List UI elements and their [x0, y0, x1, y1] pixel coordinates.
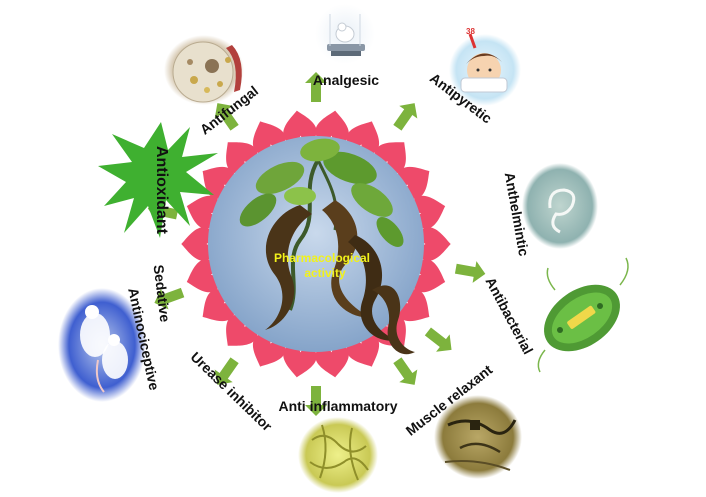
petal — [283, 110, 317, 144]
activity-arrows — [147, 72, 486, 416]
label-sedative: Sedative — [151, 264, 174, 323]
activity-arrow — [393, 103, 418, 131]
petal — [226, 314, 258, 346]
petal — [374, 142, 406, 174]
petal — [226, 142, 258, 174]
petal — [202, 166, 235, 199]
petal — [397, 166, 430, 199]
activity-arrow — [424, 327, 452, 352]
petal — [397, 289, 430, 322]
activity-arrow — [214, 103, 239, 131]
antipyretic-image: 38 — [449, 27, 521, 106]
label-anti-inflammatory: Anti inflammatory — [278, 398, 397, 414]
analgesic-image — [315, 4, 375, 64]
thermometer-reading: 38 — [466, 27, 475, 36]
activity-arrow — [305, 72, 327, 102]
plant-illustration — [239, 138, 415, 355]
center-label-line1: Pharmacological — [274, 251, 370, 265]
muscle-relaxant-image — [434, 395, 522, 479]
petal — [181, 227, 213, 261]
anthelmintic-image — [522, 163, 598, 249]
petal — [283, 344, 317, 378]
label-analgesic: Analgesic — [313, 72, 379, 88]
petal — [315, 344, 349, 378]
activity-arrow — [154, 287, 185, 310]
petal — [202, 289, 235, 322]
activity-arrow — [454, 261, 486, 283]
center-label-line2: activity — [304, 266, 346, 280]
label-antibacterial: Antibacterial — [482, 274, 536, 356]
label-antioxidant: Antioxidant — [153, 146, 170, 235]
petal — [419, 227, 451, 261]
activity-arrow — [393, 357, 418, 385]
activity-arrow — [305, 386, 327, 416]
sedative-antinociceptive-image — [58, 288, 146, 402]
antibacterial-image — [537, 257, 629, 373]
antifungal-image — [164, 35, 244, 105]
petal — [315, 110, 349, 144]
antioxidant-star — [98, 122, 218, 238]
activity-arrow — [214, 357, 239, 385]
anti-inflammatory-image — [298, 417, 378, 493]
